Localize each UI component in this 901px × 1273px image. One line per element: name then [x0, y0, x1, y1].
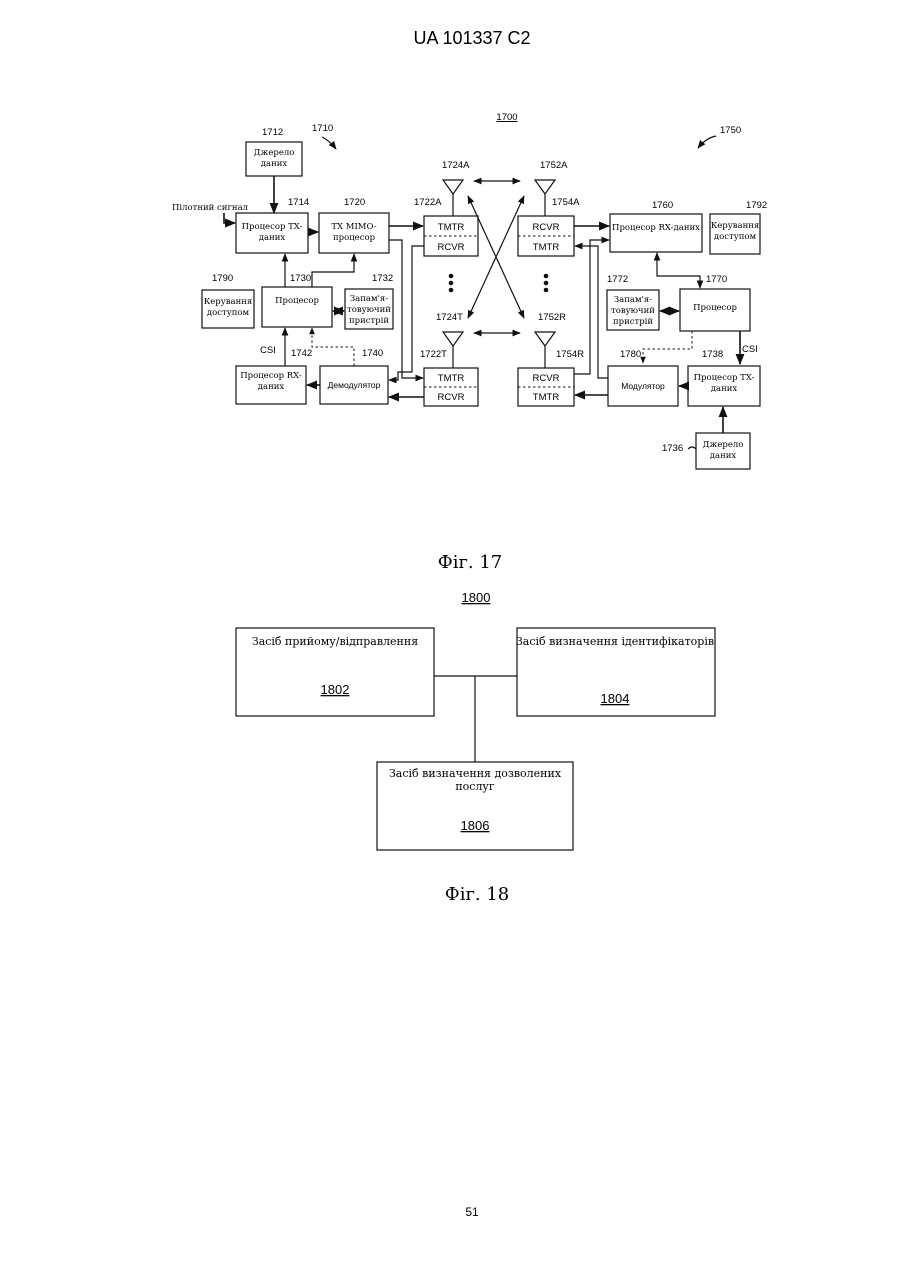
right-transceiver-a-rcvr: RCVR: [533, 222, 560, 233]
ref-1792: 1792: [746, 200, 767, 211]
figure-18: 1800 Засіб прийому/відправлення 1802 Зас…: [236, 590, 715, 905]
right-antenna-a-icon: [535, 180, 555, 194]
left-rx-data-processor-label-1: Процесор RX-: [240, 371, 302, 381]
ref-1750: 1750: [720, 125, 741, 136]
left-transceiver-t-rcvr: RCVR: [438, 392, 465, 403]
box-1804-ref: 1804: [601, 691, 630, 706]
arrow-1730-1720: [312, 254, 354, 287]
dashed-1740-1730: [312, 328, 354, 366]
demodulator-label: Демодулятор: [328, 380, 381, 390]
left-transceiver-a-tmtr: TMTR: [438, 222, 465, 233]
right-data-source-label-2: даних: [710, 451, 737, 461]
ref-1736: 1736: [662, 443, 683, 454]
left-rx-data-processor-label-2: даних: [258, 382, 285, 392]
arrow-1722A-1740: [389, 246, 424, 380]
ref-1752R: 1752R: [538, 312, 566, 323]
ref-1740: 1740: [362, 348, 383, 359]
right-memory-label-3: пристрій: [613, 317, 653, 327]
patent-number: UA 101337 C2: [413, 28, 530, 48]
box-1804-label: Засіб визначення ідентифікаторів: [516, 635, 714, 648]
ref-1790: 1790: [212, 273, 233, 284]
right-rx-data-processor-label: Процесор RX-даних: [612, 223, 700, 233]
ref-1720: 1720: [344, 197, 365, 208]
right-transceiver-r-tmtr: TMTR: [533, 392, 560, 403]
figure-17: 1700 1710 1750 1712 Джерело даних Пілотн…: [172, 112, 767, 573]
ref-1750-pointer: [698, 136, 716, 148]
ref-1724T: 1724T: [436, 312, 463, 323]
modulator-label: Модулятор: [621, 381, 665, 391]
right-access-control-label-1: Керування: [711, 221, 760, 231]
box-1802-label: Засіб прийому/відправлення: [252, 635, 418, 648]
left-processor-label: Процесор: [275, 296, 319, 306]
box-1806-ref: 1806: [461, 818, 490, 833]
right-access-control-label-2: доступом: [714, 232, 757, 242]
left-processor-box: [262, 287, 332, 327]
box-1802-ref: 1802: [321, 682, 350, 697]
right-transceiver-r-rcvr: RCVR: [533, 373, 560, 384]
ref-1738: 1738: [702, 349, 723, 360]
left-antenna-a-icon: [443, 180, 463, 194]
ref-1760: 1760: [652, 200, 673, 211]
left-ellipsis-icon: [449, 274, 454, 293]
ref-1754R: 1754R: [556, 349, 584, 360]
ref-1772: 1772: [607, 274, 628, 285]
left-data-source-label-2: даних: [261, 159, 288, 169]
right-tx-data-processor-label-2: даних: [711, 384, 738, 394]
ref-1732: 1732: [372, 273, 393, 284]
left-antenna-t-icon: [443, 332, 463, 346]
right-transceiver-a-tmtr: TMTR: [533, 242, 560, 253]
ref-1722A: 1722A: [414, 197, 442, 208]
box-1806-label-2: послуг: [455, 780, 495, 793]
right-tx-data-processor-label-1: Процесор TX-: [694, 373, 755, 383]
right-processor-label: Процесор: [693, 303, 737, 313]
left-transceiver-a-rcvr: RCVR: [438, 242, 465, 253]
tx-mimo-processor-label-1: TX MIMO-: [331, 222, 376, 232]
right-memory-label-1: Запам'я-: [614, 295, 652, 305]
fig18-caption: Фіг. 18: [445, 884, 509, 905]
left-transceiver-t-tmtr: TMTR: [438, 373, 465, 384]
pilot-signal-label: Пілотний сигнал: [172, 203, 249, 213]
left-memory-label-1: Запам'я-: [350, 294, 388, 304]
ref-1714: 1714: [288, 197, 309, 208]
page-number: 51: [465, 1205, 479, 1219]
left-tx-data-processor-label-2: даних: [259, 233, 286, 243]
ref-1712: 1712: [262, 127, 283, 138]
right-ellipsis-icon: [544, 274, 549, 293]
left-data-source-label-1: Джерело: [254, 148, 295, 158]
ref-1752A: 1752A: [540, 160, 568, 171]
left-memory-label-2: товуючий: [347, 305, 391, 315]
pilot-signal-arrow: [224, 213, 235, 223]
fig17-caption: Фіг. 17: [438, 552, 502, 573]
ref-1724A: 1724A: [442, 160, 470, 171]
left-memory-label-3: пристрій: [349, 316, 389, 326]
right-data-source-label-1: Джерело: [703, 440, 744, 450]
left-access-control-label-1: Керування: [204, 297, 253, 307]
ref-1780: 1780: [620, 349, 641, 360]
right-antenna-r-icon: [535, 332, 555, 346]
left-tx-data-processor-label-1: Процесор TX-: [242, 222, 303, 232]
link-1760-1770: [657, 253, 700, 288]
tx-mimo-processor-label-2: процесор: [333, 233, 376, 243]
ref-1710-pointer: [322, 137, 336, 149]
dashed-1770-1780: [643, 331, 692, 363]
ref-1722T: 1722T: [420, 349, 447, 360]
fig18-ref: 1800: [462, 590, 491, 605]
ref-1754A: 1754A: [552, 197, 580, 208]
box-1806-label-1: Засіб визначення дозволених: [389, 767, 562, 780]
ref-1742: 1742: [291, 348, 312, 359]
ref-1730: 1730: [290, 273, 311, 284]
right-rx-data-processor-box: [610, 214, 702, 252]
ref-1736-leader: [688, 447, 696, 449]
arrow-1720-1722T: [389, 240, 423, 378]
fig17-ref: 1700: [496, 112, 517, 123]
right-csi-label: CSI: [742, 344, 758, 355]
left-csi-label: CSI: [260, 345, 276, 356]
ref-1770: 1770: [706, 274, 727, 285]
ref-1710: 1710: [312, 123, 333, 134]
left-access-control-label-2: доступом: [207, 308, 250, 318]
right-memory-label-2: товуючий: [611, 306, 655, 316]
